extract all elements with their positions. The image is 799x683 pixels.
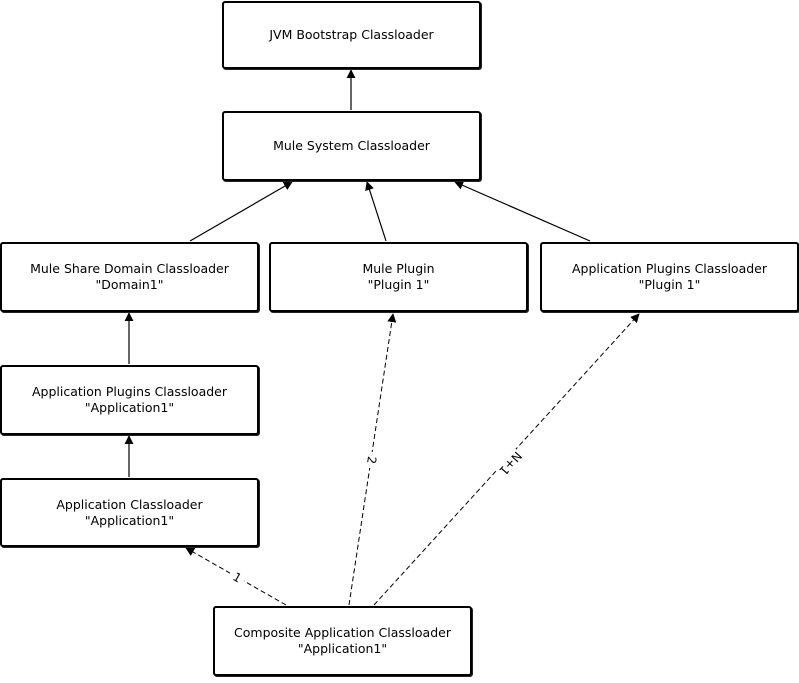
node-label-line: Mule System Classloader	[273, 138, 430, 153]
node-label-line: "Plugin 1"	[638, 277, 701, 292]
mule-system-classloader-node: Mule System Classloader	[222, 111, 481, 181]
node-label-line: "Plugin 1"	[367, 277, 430, 292]
node-label-line: "Application1"	[297, 641, 388, 656]
node-label-line: "Application1"	[84, 400, 175, 415]
node-label-line: Application Plugins Classloader	[572, 261, 767, 276]
edge-label-2: 2	[364, 455, 379, 465]
node-label-line: "Application1"	[84, 512, 175, 528]
node-label-line: "Domain1"	[95, 277, 164, 292]
node-label-line: Application Classloader	[56, 496, 203, 512]
composite-application-classloader-node: Composite Application Classloader "Appli…	[213, 606, 472, 676]
node-label-line: JVM Bootstrap Classloader	[269, 27, 434, 42]
mule-share-domain-classloader-node: Mule Share Domain Classloader "Domain1"	[0, 242, 259, 312]
edge-domain-to-mule-system	[189, 181, 293, 242]
node-label-line: Mule Plugin	[362, 261, 435, 276]
edge-app-plugins-right-to-mule-system	[454, 181, 591, 242]
node-label-line: Composite Application Classloader	[234, 625, 451, 640]
edge-mule-plugin-to-mule-system	[365, 181, 387, 242]
jvm-bootstrap-classloader-node: JVM Bootstrap Classloader	[222, 1, 481, 69]
node-label-line: Application Plugins Classloader	[32, 384, 227, 399]
application-classloader-node: Application Classloader "Application1"	[0, 478, 259, 547]
mule-plugin-node: Mule Plugin "Plugin 1"	[269, 242, 528, 312]
node-label-line: Mule Share Domain Classloader	[30, 261, 229, 276]
application-plugins-classloader-plugin1-node: Application Plugins Classloader "Plugin …	[540, 242, 799, 312]
application-plugins-classloader-application1-node: Application Plugins Classloader "Applica…	[0, 365, 259, 435]
